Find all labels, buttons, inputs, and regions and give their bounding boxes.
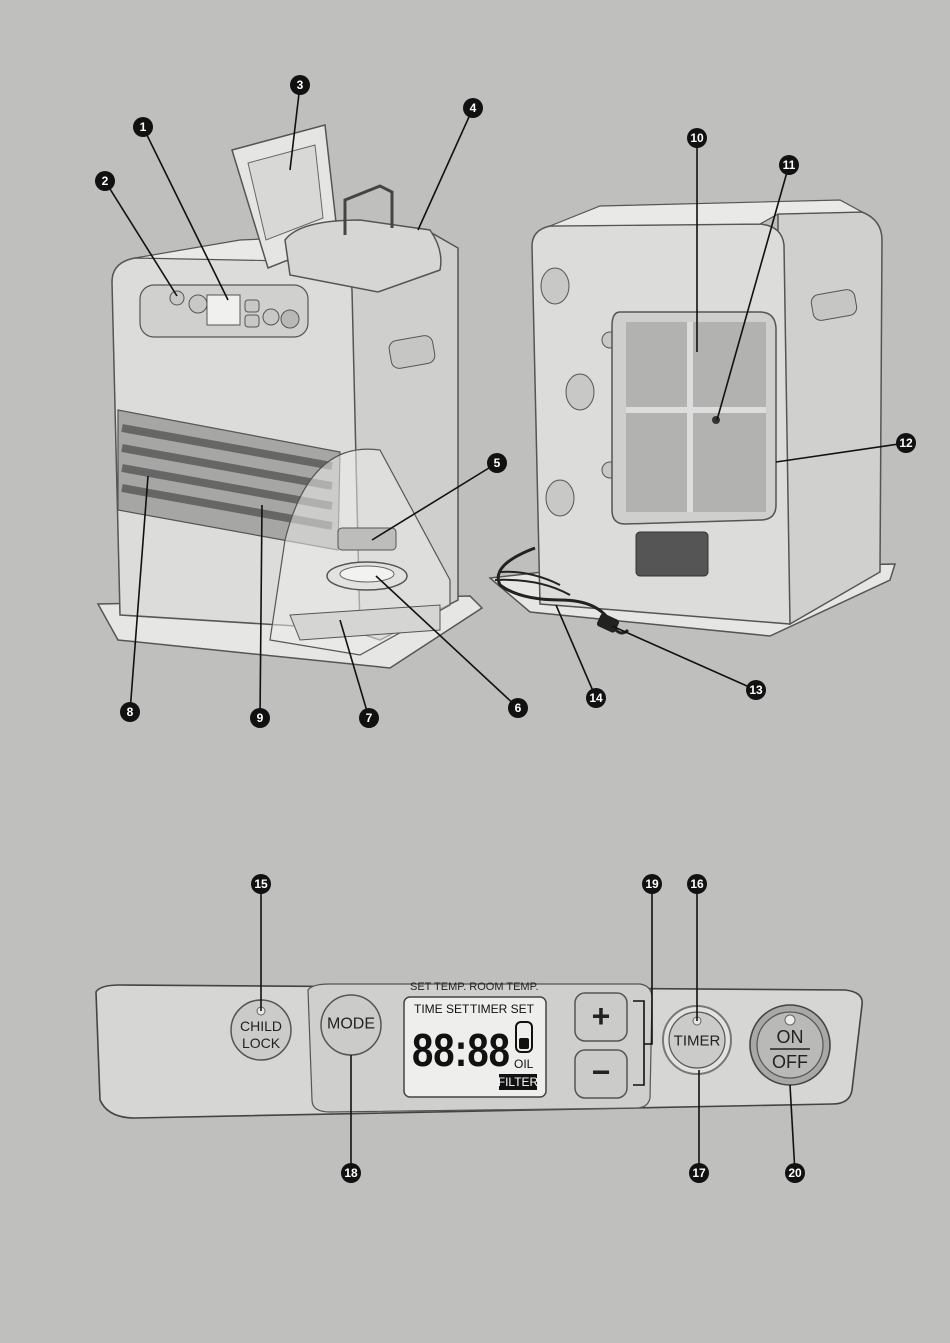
svg-text:19: 19 <box>645 877 659 891</box>
svg-text:17: 17 <box>692 1166 706 1180</box>
callout-16: 16 <box>687 874 707 894</box>
plus-icon: + <box>592 998 611 1034</box>
callout-7: 7 <box>359 708 379 728</box>
oil-gauge-icon <box>515 1021 533 1053</box>
callout-20: 20 <box>785 1163 805 1183</box>
svg-text:11: 11 <box>783 158 796 172</box>
plus-button[interactable]: + <box>574 992 628 1042</box>
svg-text:3: 3 <box>297 78 304 92</box>
set-temp-room-temp-label: SET TEMP. ROOM TEMP. <box>410 981 539 993</box>
svg-text:18: 18 <box>344 1166 358 1180</box>
callout-15: 15 <box>251 874 271 894</box>
callout-18: 18 <box>341 1163 361 1183</box>
callout-markers: 1 2 3 4 5 6 7 8 9 10 11 12 13 14 15 16 1… <box>95 75 916 1183</box>
lcd-oil: OIL <box>514 1057 534 1071</box>
lcd-display: TIME SET TIMER SET 88:88 OIL FILTER <box>403 996 547 1098</box>
on-label: ON <box>777 1027 804 1047</box>
svg-text:13: 13 <box>749 683 763 697</box>
mode-label: MODE <box>327 1016 375 1033</box>
on-off-button[interactable]: ON OFF <box>749 1004 831 1086</box>
svg-text:7: 7 <box>366 711 373 725</box>
svg-text:15: 15 <box>254 877 268 891</box>
callout-17: 17 <box>689 1163 709 1183</box>
lcd-timer-set: TIMER SET <box>470 1002 535 1016</box>
callout-5: 5 <box>487 453 507 473</box>
leader-lines <box>104 84 907 1174</box>
minus-icon: − <box>592 1054 611 1090</box>
svg-text:20: 20 <box>788 1166 802 1180</box>
callout-12: 12 <box>896 433 916 453</box>
child-lock-label-line2: LOCK <box>242 1035 281 1051</box>
svg-text:14: 14 <box>589 691 603 705</box>
callout-9: 9 <box>250 708 270 728</box>
child-lock-label-line1: CHILD <box>240 1018 282 1034</box>
lcd-digits: 88:88 <box>412 1024 510 1076</box>
timer-button[interactable]: TIMER <box>662 1005 732 1075</box>
svg-text:16: 16 <box>690 877 704 891</box>
callout-11: 11 <box>779 155 799 175</box>
callout-1: 1 <box>133 117 153 137</box>
callout-4: 4 <box>463 98 483 118</box>
timer-label: TIMER <box>674 1033 721 1050</box>
callout-8: 8 <box>120 702 140 722</box>
svg-text:5: 5 <box>494 456 501 470</box>
callout-19: 19 <box>642 874 662 894</box>
off-label: OFF <box>772 1052 808 1072</box>
callout-2: 2 <box>95 171 115 191</box>
callout-3: 3 <box>290 75 310 95</box>
callout-13: 13 <box>746 680 766 700</box>
lcd-time-set: TIME SET <box>414 1002 470 1016</box>
mode-button[interactable]: MODE <box>320 994 382 1056</box>
svg-text:6: 6 <box>515 701 522 715</box>
callout-6: 6 <box>508 698 528 718</box>
svg-text:8: 8 <box>127 705 134 719</box>
svg-text:2: 2 <box>102 174 109 188</box>
lcd-filter: FILTER <box>498 1075 539 1089</box>
svg-text:1: 1 <box>140 120 147 134</box>
svg-text:9: 9 <box>257 711 264 725</box>
callout-14: 14 <box>586 688 606 708</box>
child-lock-button[interactable]: CHILD LOCK <box>230 999 292 1061</box>
front-heater-illustration <box>96 124 484 669</box>
rear-heater-illustration <box>488 199 897 637</box>
callout-10: 10 <box>687 128 707 148</box>
svg-text:12: 12 <box>899 436 913 450</box>
svg-text:10: 10 <box>690 131 704 145</box>
minus-button[interactable]: − <box>574 1049 628 1099</box>
svg-text:4: 4 <box>470 101 477 115</box>
